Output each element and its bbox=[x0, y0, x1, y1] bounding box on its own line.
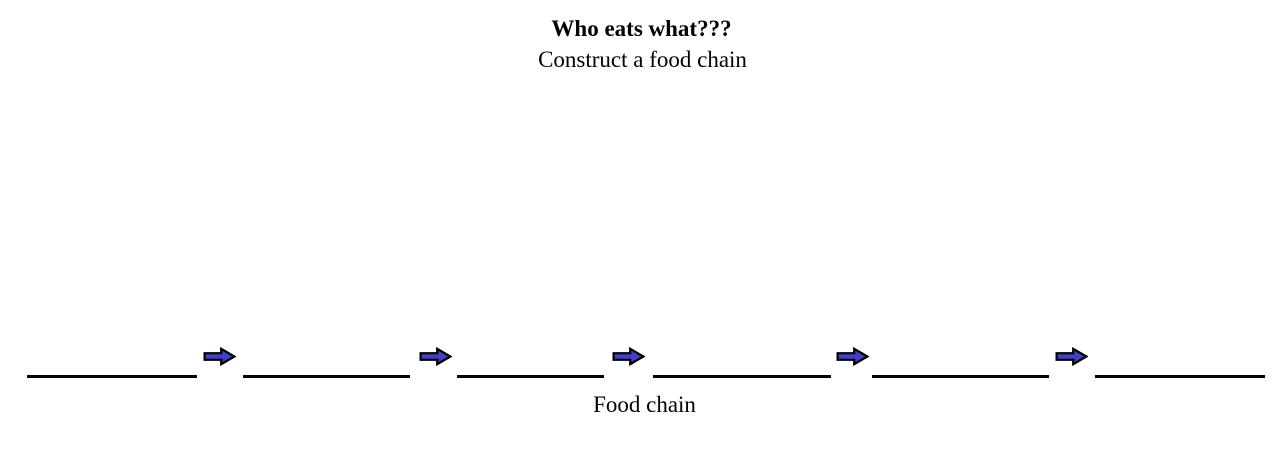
page-title: Who eats what??? bbox=[551, 16, 732, 41]
blank-write-line bbox=[653, 375, 831, 378]
right-arrow-icon bbox=[612, 347, 645, 366]
food-chain-blank-3[interactable] bbox=[457, 336, 604, 382]
food-chain-arrow-1[interactable] bbox=[203, 336, 236, 382]
right-arrow-icon bbox=[836, 347, 869, 366]
blank-write-line bbox=[1095, 375, 1265, 378]
food-chain-blank-1[interactable] bbox=[27, 336, 197, 382]
food-chain-caption: Food chain bbox=[593, 392, 696, 417]
food-chain-strip bbox=[0, 336, 1283, 382]
blank-write-line bbox=[27, 375, 197, 378]
food-chain-arrow-2[interactable] bbox=[419, 336, 452, 382]
heading-block: Who eats what??? Construct a food chain bbox=[0, 14, 1283, 75]
food-chain-blank-6[interactable] bbox=[1095, 336, 1265, 382]
food-chain-blank-2[interactable] bbox=[243, 336, 410, 382]
page-subtitle: Construct a food chain bbox=[538, 47, 747, 72]
answer-drawing-area[interactable] bbox=[0, 86, 1283, 334]
food-chain-blank-5[interactable] bbox=[872, 336, 1049, 382]
blank-write-line bbox=[457, 375, 604, 378]
food-chain-arrow-5[interactable] bbox=[1055, 336, 1088, 382]
right-arrow-icon bbox=[203, 347, 236, 366]
right-arrow-icon bbox=[1055, 347, 1088, 366]
food-chain-arrow-3[interactable] bbox=[612, 336, 645, 382]
food-chain-arrow-4[interactable] bbox=[836, 336, 869, 382]
right-arrow-icon bbox=[419, 347, 452, 366]
blank-write-line bbox=[243, 375, 410, 378]
blank-write-line bbox=[872, 375, 1049, 378]
food-chain-blank-4[interactable] bbox=[653, 336, 831, 382]
